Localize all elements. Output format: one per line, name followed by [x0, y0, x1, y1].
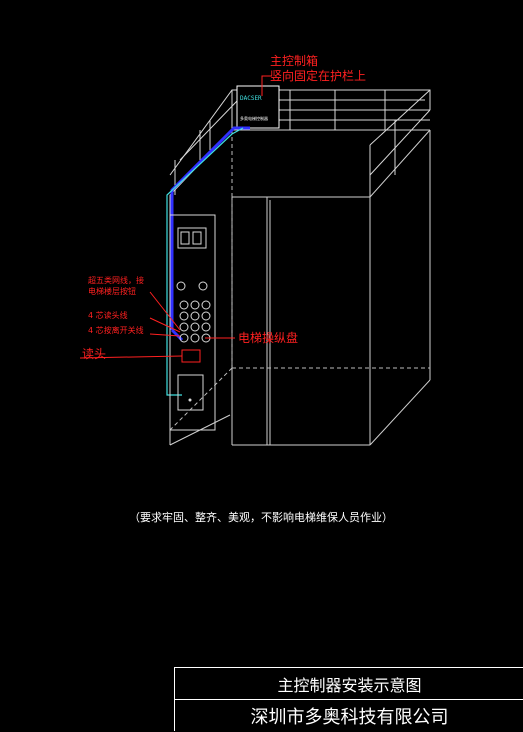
cables: [166, 126, 250, 396]
controller-box-title-label: 主控制箱: [270, 53, 318, 68]
top-guard-rail: [169, 89, 431, 197]
hidden-edges: [169, 130, 430, 431]
exit-switch-cable-label: 4 芯按离开关线: [88, 325, 144, 335]
reader-cable-label: 4 芯读头线: [88, 310, 128, 320]
reader-label: 读头: [82, 347, 106, 361]
main-controller-box: DACSER 多奥电梯控制器: [236, 85, 280, 129]
control-panel-label: 电梯操纵盘: [238, 330, 298, 345]
drawing-title: 主控制器安装示意图: [175, 668, 523, 700]
cat5-cable-label: 超五类网线，接: [88, 275, 144, 285]
title-block: 主控制器安装示意图 深圳市多奥科技有限公司: [174, 667, 523, 731]
company-name: 深圳市多奥科技有限公司: [250, 707, 449, 728]
elevator-cabin: [169, 129, 431, 446]
controller-box-mount-label: 竖向固定在护栏上: [270, 68, 366, 83]
controller-screen-text: DACSER: [240, 95, 262, 102]
controller-caption-text: 多奥电梯控制器: [240, 115, 268, 121]
floor-button-grid: [179, 300, 211, 343]
installation-note: （要求牢固、整齐、美观，不影响电梯维保人员作业）: [129, 510, 393, 524]
elevator-control-panel: [169, 214, 216, 431]
leader-lines: [79, 75, 272, 359]
floor-button-label: 电梯楼层按钮: [88, 286, 136, 296]
